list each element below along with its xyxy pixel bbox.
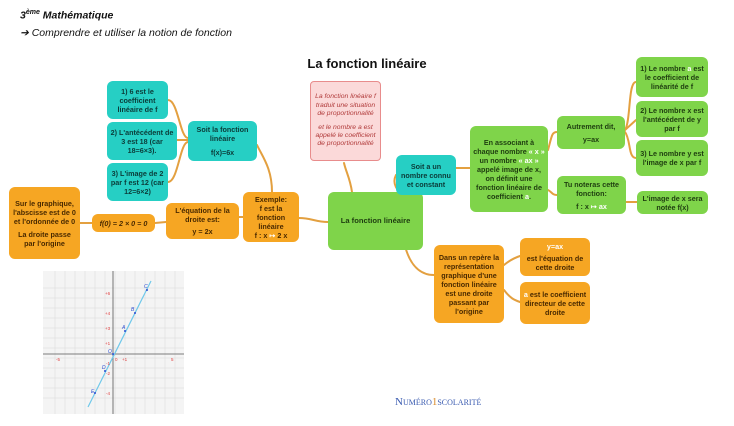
x-tick: +1 — [122, 357, 128, 362]
point-label: A — [121, 325, 126, 331]
y-tick: +1 — [105, 341, 111, 346]
image-fx-node[interactable]: L'image de x sera notée f(x) — [637, 191, 708, 214]
y-tick: +3 — [105, 326, 111, 331]
antecedent-3-node[interactable]: 2) L'antécédent de 3 est 18 (car 18=6×3)… — [107, 122, 177, 160]
point-label: C — [144, 284, 148, 290]
point-label: E — [91, 389, 95, 395]
origin-label: 0 — [115, 357, 118, 362]
level-heading: 3ème Mathématique — [20, 9, 114, 22]
coefficient-directeur-node[interactable]: a est le coefficient directeur de cette … — [520, 282, 590, 324]
y-tick: +6 — [105, 291, 111, 296]
image-y-node[interactable]: 3) Le nombre y est l'image de x par f — [636, 140, 708, 176]
page-title: La fonction linéaire — [307, 56, 427, 71]
equation-node[interactable]: L'équation de la droite est: y = 2x — [166, 203, 239, 239]
brand-logo: NUMÉRO1SCOLARITÉ — [395, 396, 482, 408]
y-tick: +4 — [105, 311, 111, 316]
soit-fonction-node[interactable]: Soit la fonction linéaire f(x)=6x — [188, 121, 257, 161]
subtitle: ➔ Comprendre et utiliser la notion de fo… — [20, 27, 232, 39]
sur-graphique-node[interactable]: Sur le graphique, l'abscisse est de 0 et… — [9, 187, 80, 259]
proportionality-note: La fonction linéaire f traduit une situa… — [310, 81, 381, 161]
definition-node[interactable]: En associant à chaque nombre « x » un no… — [470, 126, 548, 212]
f0-node[interactable]: f(0) = 2 × 0 = 0 — [92, 214, 155, 232]
coefficient-6-node[interactable]: 1) 6 est le coefficient linéaire de f — [107, 81, 168, 119]
y-tick: -2 — [106, 371, 110, 376]
x-tick: 5 — [171, 357, 174, 362]
y-tick: -1 — [106, 361, 110, 366]
notation-node[interactable]: Tu noteras cette fonction: f : x ↦ ax — [557, 176, 626, 214]
coefficient-a-node[interactable]: 1) Le nombre a est le coefficient de lin… — [636, 57, 708, 97]
point-label: D — [102, 365, 106, 371]
image-2-node[interactable]: 3) L'image de 2 par f est 12 (car 12=6×2… — [107, 163, 168, 201]
point-label: B — [131, 307, 135, 313]
soit-a-node[interactable]: Soit a un nombre connu et constant — [396, 155, 456, 195]
autrement-dit-node[interactable]: Autrement dit, y=ax — [557, 116, 625, 149]
point-label: O — [108, 349, 112, 355]
equation-droite-node[interactable]: y=ax est l'équation de cette droite — [520, 238, 590, 276]
x-tick: -5 — [56, 357, 60, 362]
y-tick: -4 — [106, 391, 110, 396]
linear-graph: -5 +1 5 +6 +4 +3 +1 -1 -2 -4 0 C B A O D… — [43, 271, 184, 414]
graph-line — [87, 280, 152, 408]
antecedent-x-node[interactable]: 2) Le nombre x est l'antécédent de y par… — [636, 101, 708, 137]
center-node[interactable]: La fonction linéaire — [328, 192, 423, 250]
representation-node[interactable]: Dans un repère la représentation graphiq… — [434, 245, 504, 323]
example-node[interactable]: Exemple: f est la fonction linéaire f : … — [243, 192, 299, 242]
